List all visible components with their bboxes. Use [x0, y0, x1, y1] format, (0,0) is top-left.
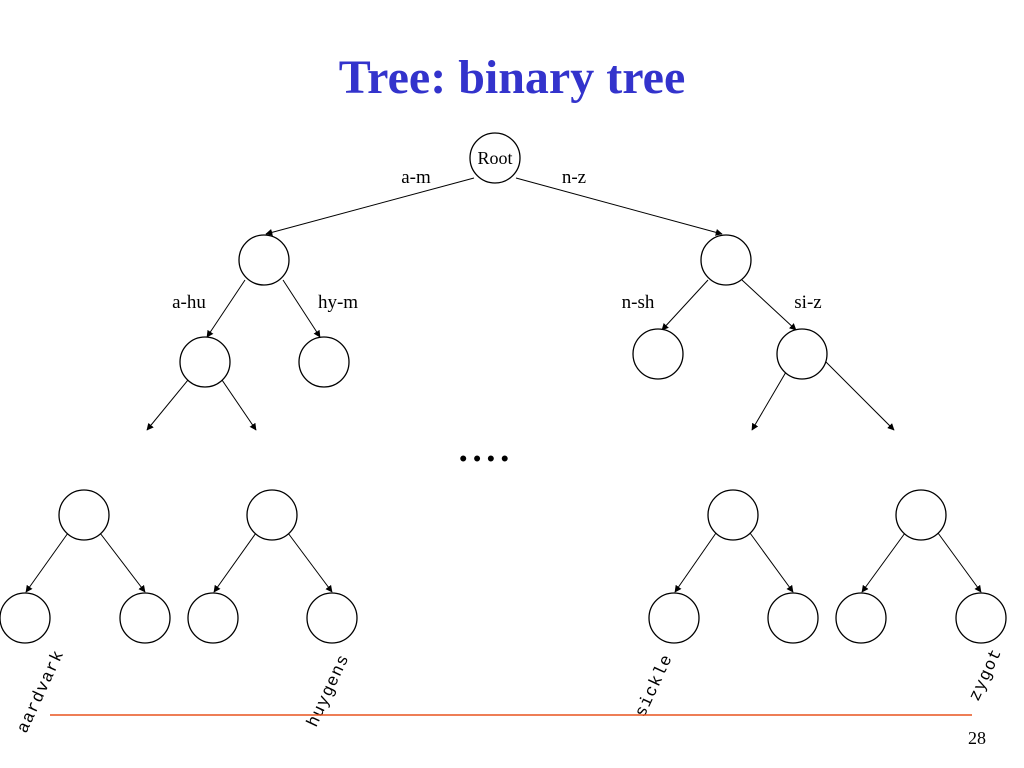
edge-r-right [741, 279, 797, 331]
edge-label-si-z: si-z [794, 292, 821, 313]
root-label: Root [477, 148, 512, 168]
edge-b1-left [25, 532, 69, 593]
leaf-label-huygens: huygens [304, 651, 354, 730]
edge-b3-left [674, 532, 717, 593]
slide-title: Tree: binary tree [338, 51, 686, 104]
node-b2 [246, 489, 298, 541]
edge-l-left [206, 279, 246, 338]
node-ll [179, 336, 231, 388]
leaf-node [306, 592, 358, 644]
edge-l-right [282, 279, 321, 338]
leaf-label-zygot: zygot [966, 646, 1007, 705]
leaf-node [648, 592, 700, 644]
edge-label-hy-m: hy-m [318, 292, 358, 313]
leaf-node [187, 592, 239, 644]
leaf-node [0, 592, 51, 644]
leaf-node [767, 592, 819, 644]
edge-b2-right [287, 532, 333, 593]
edge-ll-left [146, 379, 189, 431]
edge-label-a-hu: a-hu [172, 292, 206, 313]
edge-rr-right [825, 361, 895, 431]
edge-b4-left [861, 532, 906, 593]
edge-b1-right [99, 532, 146, 593]
edge-label-n-z: n-z [562, 167, 586, 188]
node-right [700, 234, 752, 286]
edge-root-left [265, 177, 475, 236]
edge-b4-right [937, 532, 982, 593]
edge-b3-right [749, 532, 794, 593]
node-b4 [895, 489, 947, 541]
leaf-node [955, 592, 1007, 644]
edge-root-right [515, 177, 723, 236]
root-node [469, 132, 521, 184]
edge-ll-right [221, 379, 257, 431]
leaf-node [835, 592, 887, 644]
leaf-label-sickle: sickle [632, 652, 678, 721]
edge-b2-left [213, 532, 257, 593]
leaf-node [119, 592, 171, 644]
page-number: 28 [968, 728, 986, 748]
node-lr [298, 336, 350, 388]
leaf-label-aardvark: aardvark [14, 647, 69, 736]
edge-r-left [661, 279, 709, 331]
edge-rr-left [751, 371, 787, 431]
node-b3 [707, 489, 759, 541]
node-rr [776, 328, 828, 380]
edge-label-a-m: a-m [401, 167, 431, 188]
ellipsis: • • • • [459, 446, 508, 471]
edge-label-n-sh: n-sh [622, 292, 655, 313]
node-left [238, 234, 290, 286]
node-rl [632, 328, 684, 380]
node-b1 [58, 489, 110, 541]
